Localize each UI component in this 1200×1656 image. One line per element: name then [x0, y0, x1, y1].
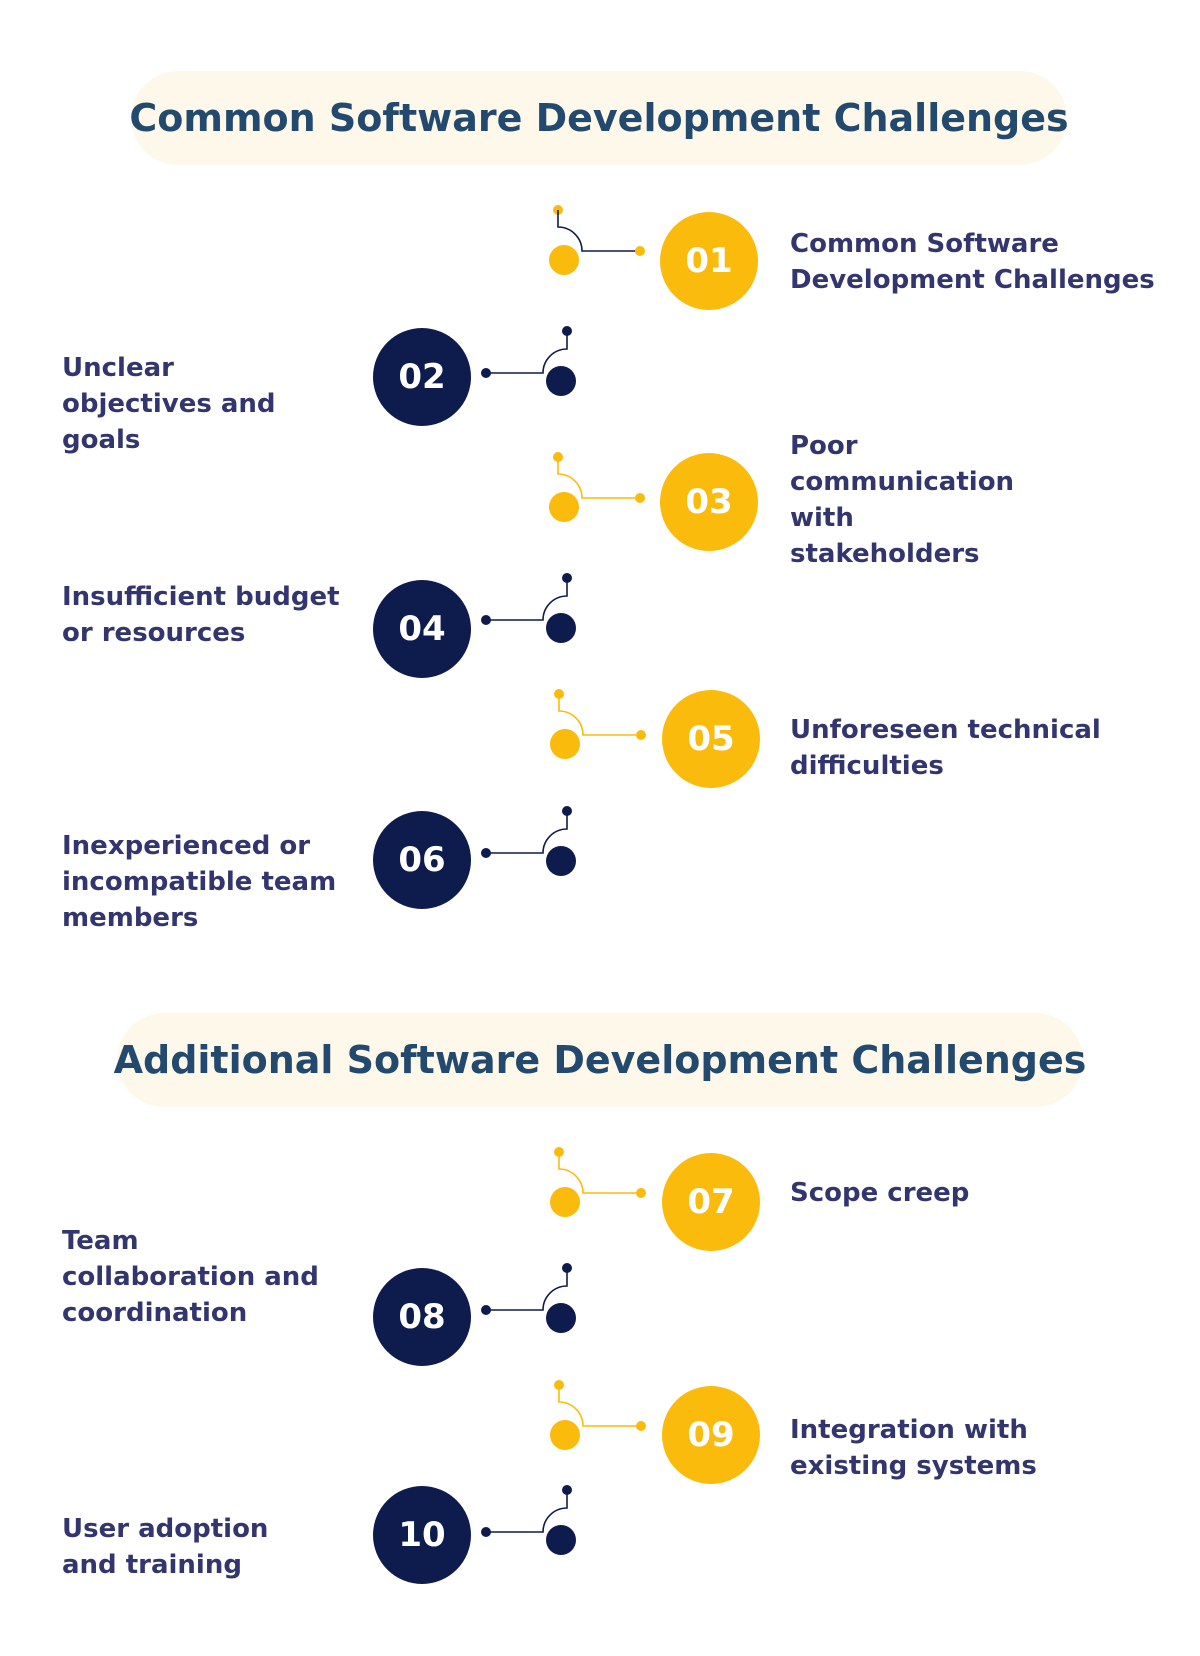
section-title: Additional Software Development Challeng…: [113, 1038, 1087, 1082]
step-label-10: User adoption and training: [62, 1514, 269, 1580]
section-heading-common: Common Software Development Challenges: [129, 71, 1069, 165]
step-number-badge-05: 05: [662, 690, 760, 788]
connector-icon-05: [550, 689, 646, 759]
step-number-badge-10: 10: [373, 1486, 471, 1584]
step-number-badge-04: 04: [373, 580, 471, 678]
step-label-08: Team collaboration and coordination: [62, 1226, 319, 1328]
connector-icon-01: [549, 205, 645, 275]
step-label-04: Insufficient budget or resources: [62, 582, 340, 648]
connector-icon-06: [481, 806, 576, 876]
step-label-05: Unforeseen technical difficulties: [790, 715, 1101, 781]
step-number-badge-02: 02: [373, 328, 471, 426]
step-number-badge-09: 09: [662, 1386, 760, 1484]
step-label-02: Unclear objectives and goals: [62, 353, 276, 455]
section-heading-additional: Additional Software Development Challeng…: [114, 1013, 1086, 1107]
step-label-01: Common Software Development Challenges: [790, 229, 1155, 295]
connector-icon-08: [481, 1263, 576, 1333]
step-label-07: Scope creep: [790, 1178, 970, 1208]
connector-icon-02: [481, 326, 576, 396]
step-number-badge-03: 03: [660, 453, 758, 551]
step-number-badge-07: 07: [662, 1153, 760, 1251]
step-number-badge-01: 01: [660, 212, 758, 310]
connector-icon-07: [550, 1147, 646, 1217]
section-title: Common Software Development Challenges: [129, 96, 1069, 140]
connector-icon-04: [481, 573, 576, 643]
connector-icon-09: [550, 1380, 646, 1450]
connector-icon-03: [549, 452, 645, 522]
step-number-badge-08: 08: [373, 1268, 471, 1366]
step-label-09: Integration with existing systems: [790, 1415, 1037, 1481]
step-label-06: Inexperienced or incompatible team membe…: [62, 831, 337, 933]
connector-icon-10: [481, 1485, 576, 1555]
step-label-03: Poor communication with stakeholders: [790, 431, 1015, 569]
step-number-badge-06: 06: [373, 811, 471, 909]
